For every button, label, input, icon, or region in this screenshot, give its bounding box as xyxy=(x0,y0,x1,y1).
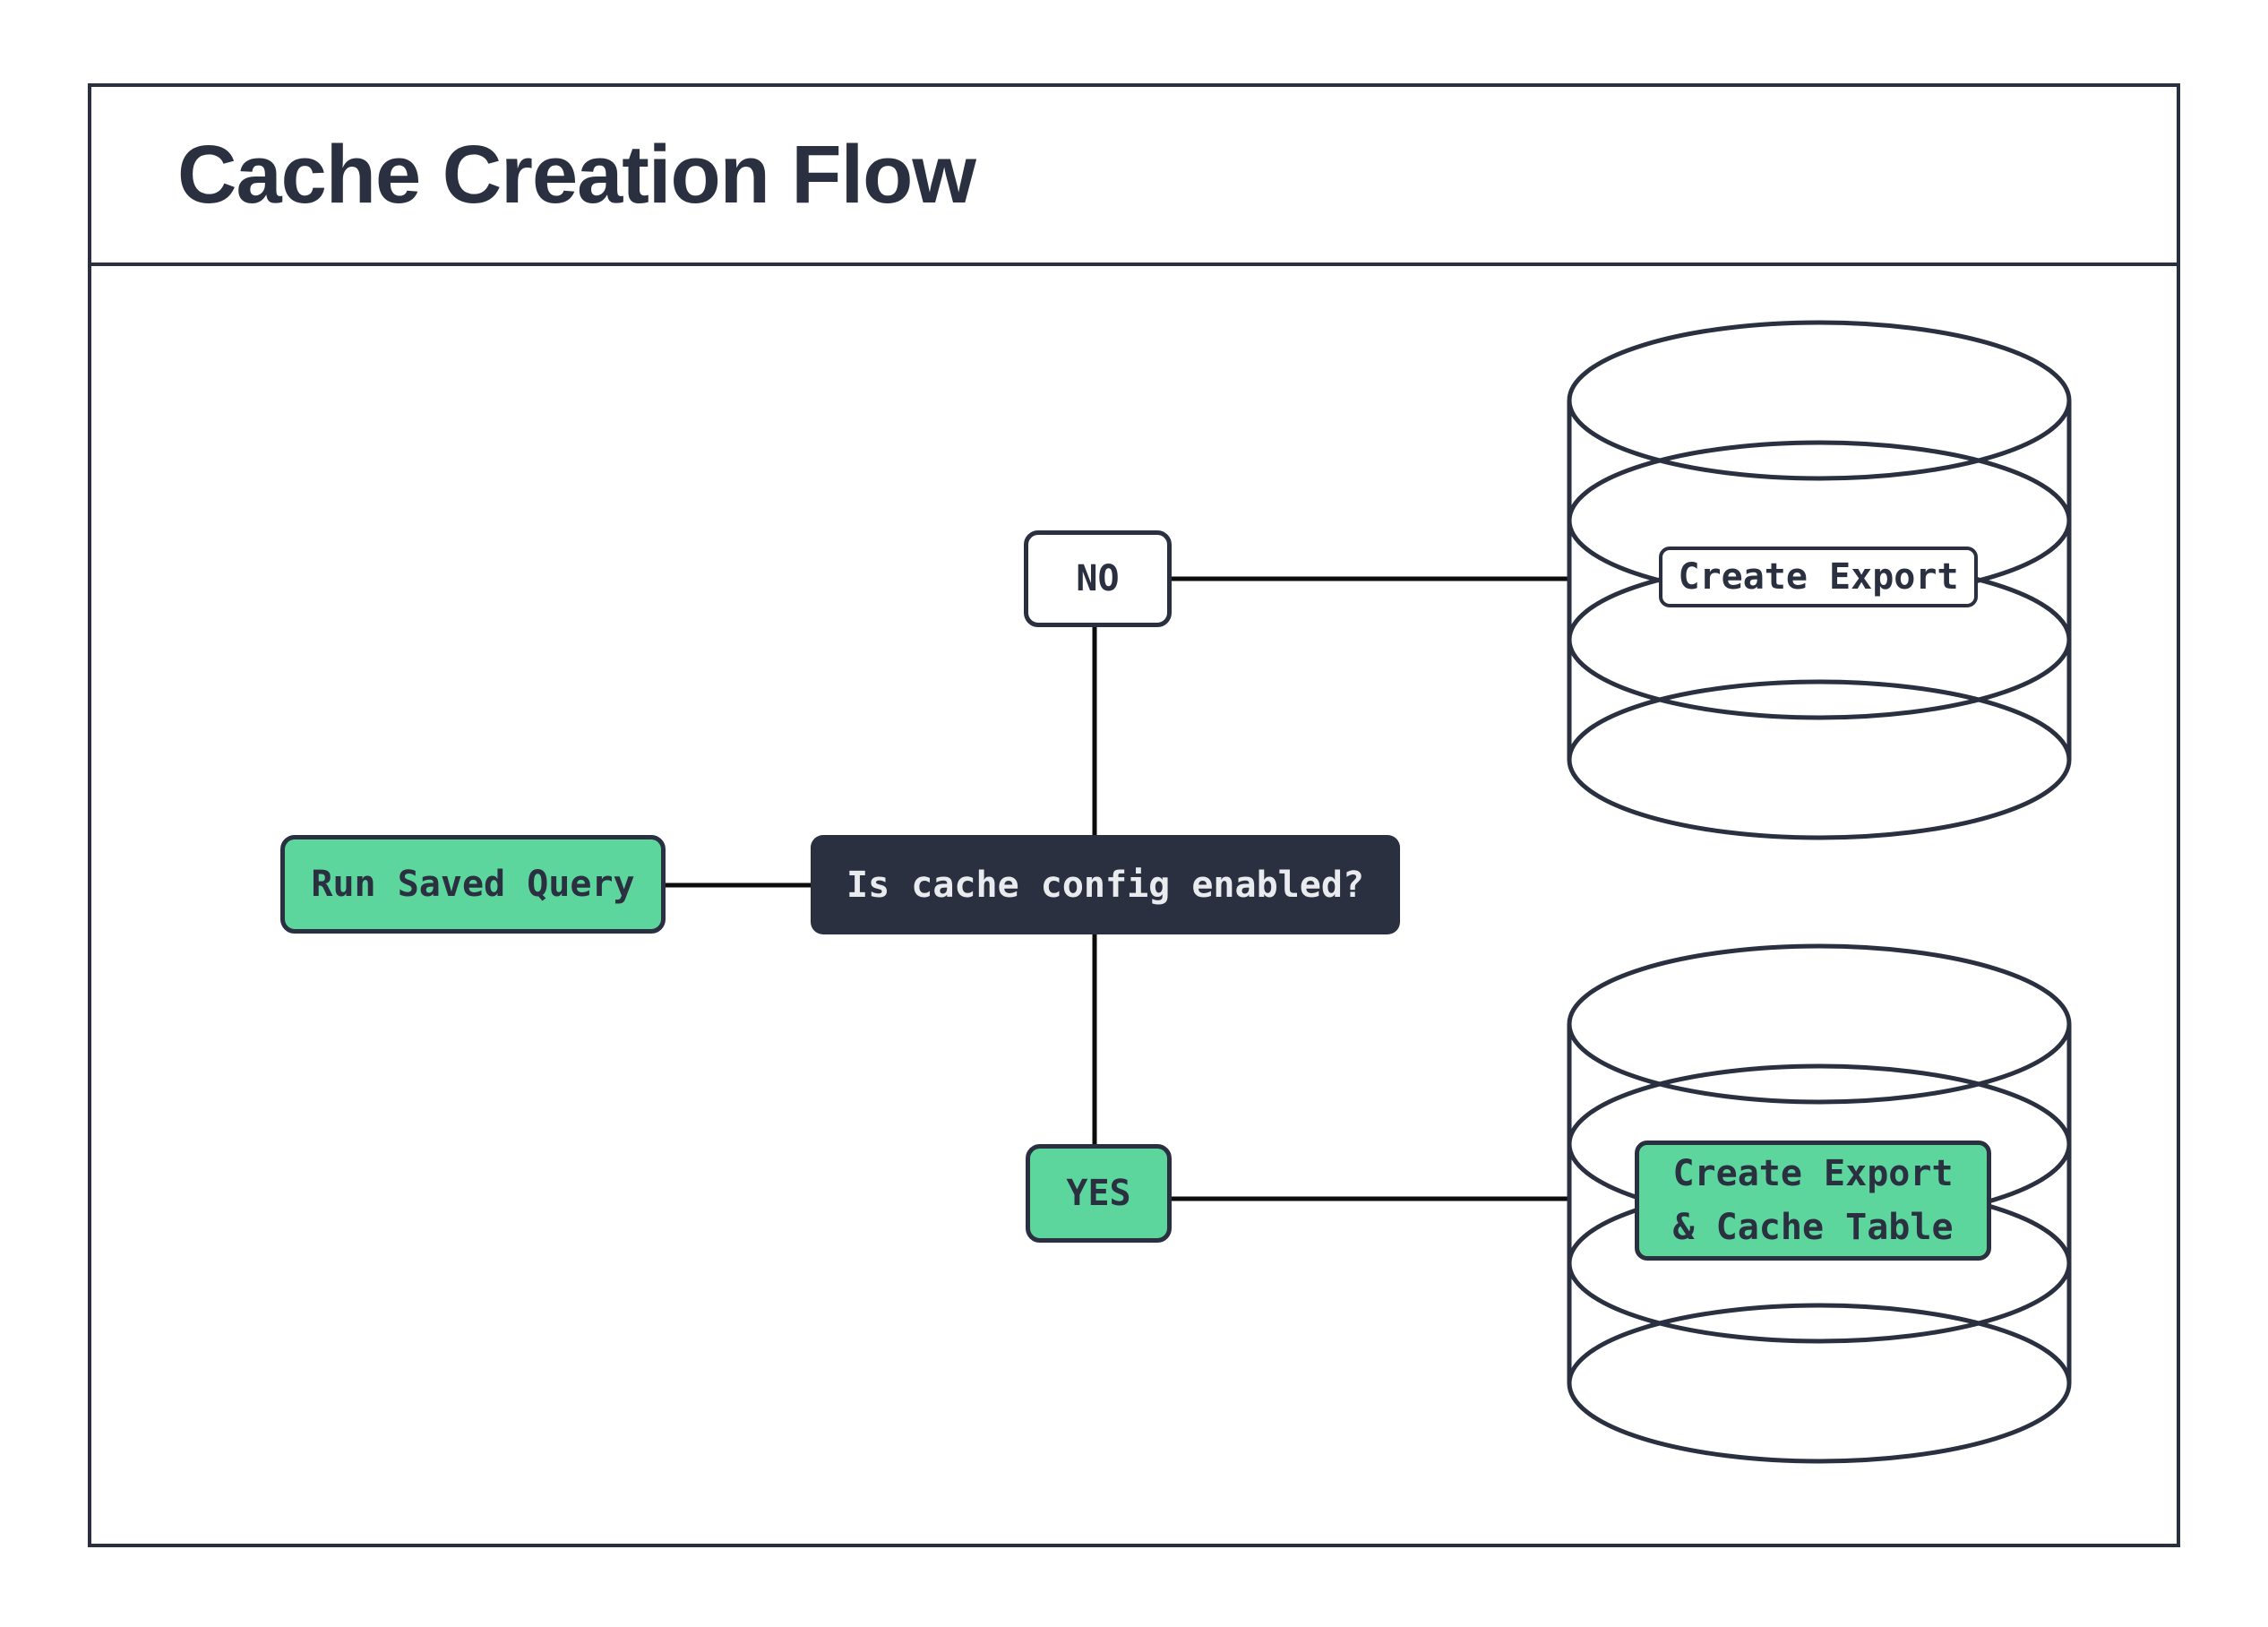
node-label-line: Create Export xyxy=(1672,1153,1954,1194)
node-label-line: & Cache Table xyxy=(1672,1207,1954,1248)
page-title: Cache Creation Flow xyxy=(177,128,976,220)
node-branch-no: NO xyxy=(1024,530,1172,627)
node-run-saved-query: Run Saved Query xyxy=(280,835,666,934)
node-create-export: Create Export xyxy=(1659,547,1978,607)
node-create-export-cache-table: Create Export & Cache Table xyxy=(1635,1141,1991,1261)
node-cache-config-decision: Is cache config enabled? xyxy=(811,835,1400,934)
connector-lines xyxy=(666,576,1571,1201)
node-branch-yes: YES xyxy=(1026,1144,1172,1243)
diagram-frame: Cache Creation Flow xyxy=(88,83,2180,1547)
diagram-titlebar: Cache Creation Flow xyxy=(91,87,2177,266)
